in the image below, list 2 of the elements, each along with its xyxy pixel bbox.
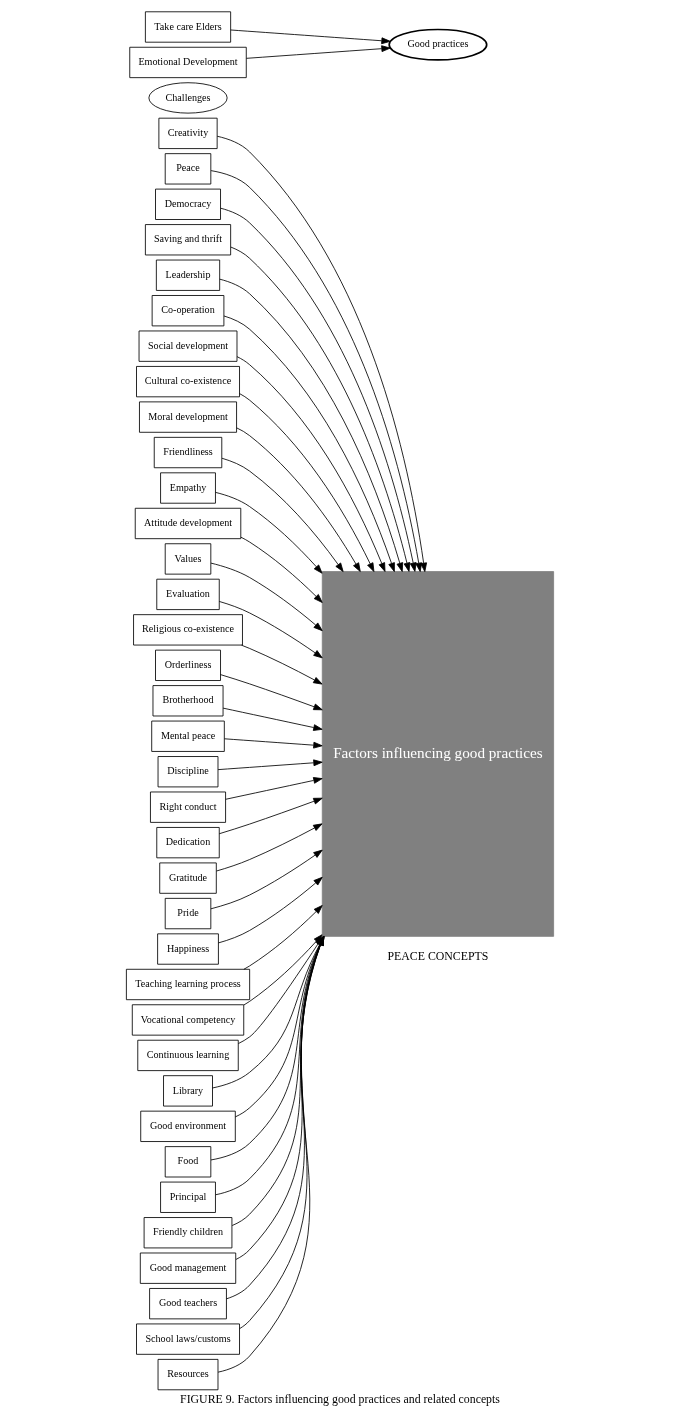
- caption: FIGURE 9. Factors influencing good practices and related concepts: [179, 1391, 500, 1406]
- label: PEACE CONCEPTS: [387, 948, 488, 963]
